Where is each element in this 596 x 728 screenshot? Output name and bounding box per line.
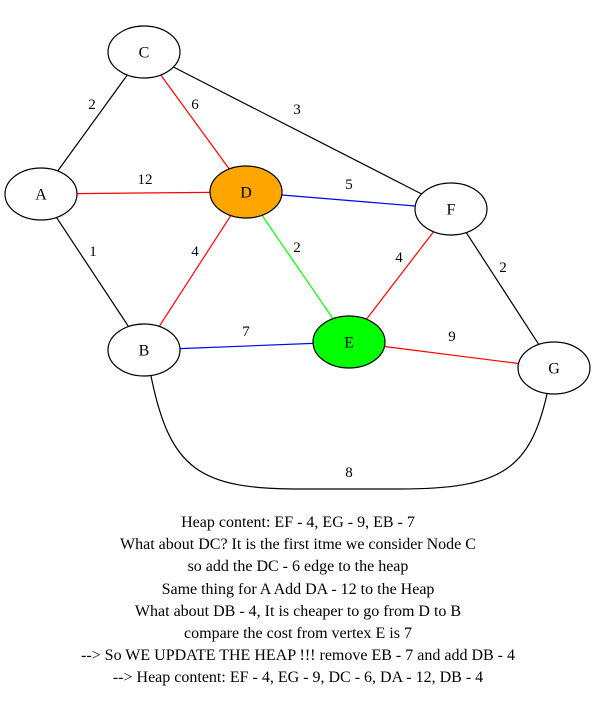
- node-a: A: [4, 167, 78, 221]
- edge-weight-fg: 2: [499, 260, 507, 276]
- graph-diagram: 2 6 3 12 5 1 4 2 4 2 7 9 8 A C D F B E G: [4, 25, 591, 490]
- node-c-shape: [107, 25, 181, 79]
- caption-line-8: --> Heap content: EF - 4, EG - 9, DC - 6…: [112, 669, 484, 687]
- node-d-label: D: [240, 185, 252, 202]
- node-b: B: [107, 323, 181, 377]
- edge-eg: [384, 345, 519, 365]
- node-g: G: [517, 341, 591, 395]
- edge-weight-cf: 3: [293, 102, 301, 118]
- node-e-label: E: [344, 335, 354, 352]
- edge-weight-db: 4: [191, 244, 199, 260]
- edge-weight-be: 7: [242, 324, 250, 340]
- edge-fe: [365, 231, 435, 320]
- edge-ab: [55, 217, 130, 327]
- edge-ad: [76, 191, 211, 195]
- edge-weight-ac: 2: [88, 97, 96, 113]
- edge-weight-ad: 12: [138, 172, 153, 188]
- edge-weight-cd: 6: [191, 97, 199, 113]
- edge-ac: [57, 74, 128, 172]
- caption-line-6: compare the cost from vertex E is 7: [184, 625, 412, 643]
- node-a-shape: [4, 167, 78, 221]
- edge-weight-bg: 8: [345, 465, 353, 481]
- edge-weight-fe: 4: [395, 250, 403, 266]
- node-f: F: [414, 182, 488, 236]
- edge-db: [158, 215, 232, 327]
- node-a-label: A: [35, 187, 47, 204]
- node-b-shape: [107, 323, 181, 377]
- node-e-shape: [312, 315, 386, 369]
- caption-line-5: What about DB - 4, It is cheaper to go f…: [134, 602, 462, 620]
- edge-cf: [173, 66, 422, 195]
- node-d: D: [209, 165, 283, 219]
- edge-de: [261, 214, 334, 320]
- caption-line-1: Heap content: EF - 4, EG - 9, EB - 7: [181, 514, 415, 531]
- node-e: E: [312, 315, 386, 369]
- caption-line-2: What about DC? It is the first itme we c…: [120, 536, 476, 554]
- caption-line-7: --> So WE UPDATE THE HEAP !!! remove EB …: [81, 647, 515, 665]
- caption-line-3: so add the DC - 6 edge to the heap: [187, 558, 409, 576]
- edge-df: [281, 194, 416, 207]
- heap-explanation: Heap content: EF - 4, EG - 9, EB - 7 Wha…: [0, 512, 596, 690]
- edge-bg: [150, 375, 548, 490]
- node-g-label: G: [548, 361, 560, 378]
- edge-weight-de: 2: [293, 240, 301, 256]
- node-b-label: B: [139, 343, 150, 360]
- node-c-label: C: [139, 45, 150, 62]
- node-f-label: F: [447, 202, 456, 219]
- edge-weight-df: 5: [345, 177, 353, 193]
- node-d-shape: [209, 165, 283, 219]
- edge-be: [179, 342, 314, 350]
- caption-line-4: Same thing for A Add DA - 12 to the Heap: [161, 580, 435, 598]
- node-c: C: [107, 25, 181, 79]
- edge-cd: [160, 74, 230, 170]
- edge-weight-ab: 1: [89, 244, 97, 260]
- node-g-shape: [517, 341, 591, 395]
- edge-weight-eg: 9: [448, 329, 456, 345]
- edge-fg: [465, 232, 540, 345]
- node-f-shape: [414, 182, 488, 236]
